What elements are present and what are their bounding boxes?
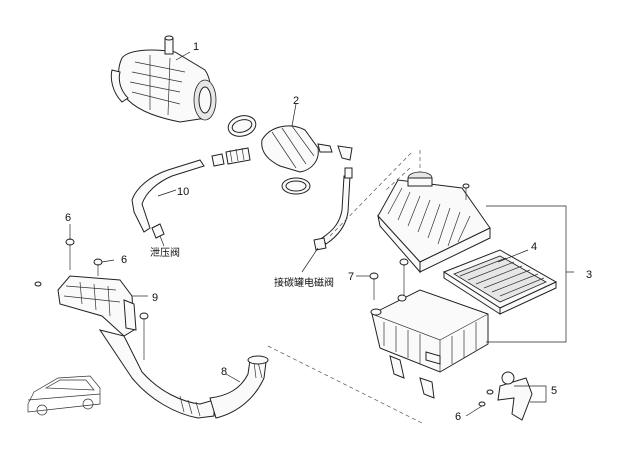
callout-4: 4 xyxy=(531,241,537,253)
part-9-intake-snorkel xyxy=(34,238,137,337)
callout-2: 2 xyxy=(293,95,299,107)
bracket-3 xyxy=(486,205,574,343)
fasteners xyxy=(139,183,486,407)
label-canister-solenoid: 接碳罐电磁阀 xyxy=(274,276,334,289)
callout-9: 9 xyxy=(152,292,158,304)
part-3-air-cleaner-cover xyxy=(377,171,491,274)
canister-hose xyxy=(313,167,353,251)
callout-6-snorkel-top: 6 xyxy=(65,212,71,224)
part-10-breather-hose xyxy=(131,147,251,239)
callout-7: 7 xyxy=(348,271,354,283)
part-8-lower-duct xyxy=(98,329,269,419)
vehicle-silhouette-icon xyxy=(27,375,101,416)
part-3-air-cleaner-lower xyxy=(370,289,489,399)
part-5-mount-bracket xyxy=(486,371,547,421)
part-2-throttle-assembly xyxy=(227,115,353,195)
leader-lines xyxy=(69,51,529,417)
callout-3: 3 xyxy=(586,269,592,281)
callout-6-bracket: 6 xyxy=(455,411,461,423)
part-4-air-filter-element xyxy=(442,249,558,315)
callout-1: 1 xyxy=(193,41,199,53)
callout-8: 8 xyxy=(221,366,227,378)
label-relief-valve: 泄压阀 xyxy=(150,246,180,259)
assembly-dashed-path xyxy=(267,150,425,425)
part-1-resonator xyxy=(110,35,217,123)
callout-5: 5 xyxy=(551,385,557,397)
callout-10: 10 xyxy=(177,186,189,198)
callout-6-snorkel-side: 6 xyxy=(121,254,127,266)
